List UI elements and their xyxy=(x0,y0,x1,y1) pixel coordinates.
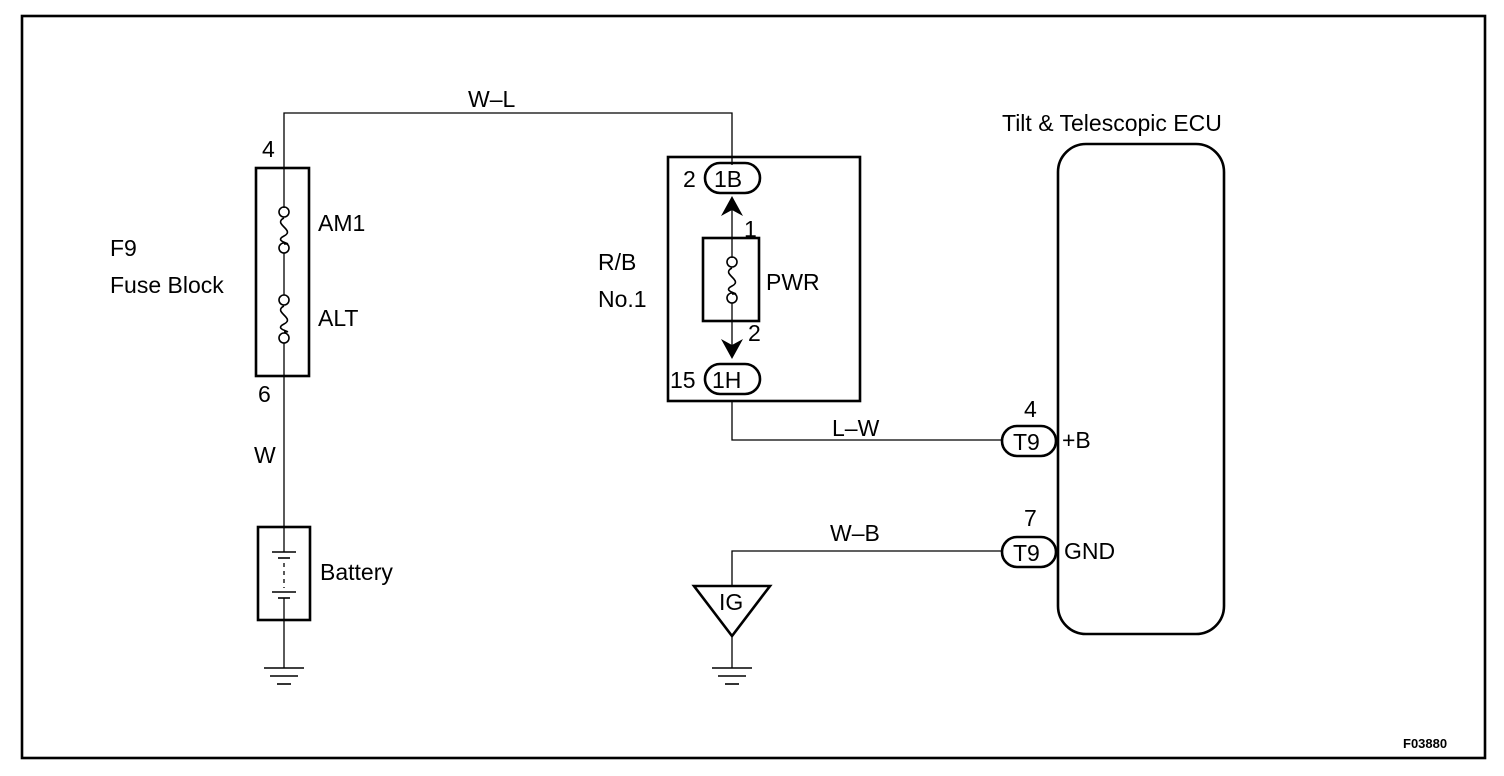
pwr-fuse-box xyxy=(701,236,761,323)
relay-block-box xyxy=(666,155,862,403)
figure-code: F03880 xyxy=(1403,736,1447,751)
fuse-am1-symbol xyxy=(278,206,290,254)
ecu-pin-ground: 7 xyxy=(1024,505,1037,531)
connector-1h-arrow xyxy=(721,339,743,359)
wire-w-b-label: W–B xyxy=(830,520,880,546)
ground-point-ig xyxy=(691,584,773,639)
fuse-block-pin-bottom: 6 xyxy=(258,381,271,407)
pwr-pin-bottom: 2 xyxy=(748,320,761,346)
fuse-alt-label: ALT xyxy=(318,305,358,331)
connector-1h-label: 1H xyxy=(712,367,741,393)
battery-label: Battery xyxy=(320,559,393,585)
fuse-block-code: F9 xyxy=(110,235,137,261)
connector-1b-pin: 2 xyxy=(683,166,696,192)
ecu-terminal-ground: GND xyxy=(1064,538,1115,564)
fuse-block-box xyxy=(254,166,311,378)
ecu-pin-power: 4 xyxy=(1024,396,1037,422)
connector-1h-pin: 15 xyxy=(670,367,696,393)
connector-1h xyxy=(703,362,762,396)
relay-block-name: R/B xyxy=(598,249,636,275)
fuse-block-pin-top: 4 xyxy=(262,136,275,162)
connector-1b-label: 1B xyxy=(714,166,742,192)
wire-w-l-label: W–L xyxy=(468,86,516,112)
fuse-pwr-label: PWR xyxy=(766,269,820,295)
wire-w-l xyxy=(283,112,733,168)
pwr-pin-top: 1 xyxy=(744,216,757,242)
wire-l-w-label: L–W xyxy=(832,415,880,441)
ground-point-ig-label: IG xyxy=(719,589,743,615)
diagram-frame xyxy=(20,14,1487,760)
fuse-alt-symbol xyxy=(278,294,290,344)
ecu-terminal-power: +B xyxy=(1062,427,1091,453)
battery-ground-icon xyxy=(264,620,304,685)
wire-w-b xyxy=(731,550,1002,586)
ecu-box xyxy=(1056,142,1226,636)
ig-ground-icon xyxy=(712,636,752,685)
fuse-pwr-symbol xyxy=(726,256,738,304)
battery-symbol xyxy=(272,527,296,620)
connector-t9-power-label: T9 xyxy=(1013,429,1040,455)
connector-t9-ground-label: T9 xyxy=(1013,540,1040,566)
connector-1b-arrow xyxy=(721,196,743,216)
fuse-am1-label: AM1 xyxy=(318,210,365,236)
wire-w-label: W xyxy=(254,442,276,468)
wire-l-w xyxy=(731,401,1002,441)
connector-t9-power xyxy=(1000,424,1058,458)
fuse-block-name: Fuse Block xyxy=(110,272,224,298)
connector-t9-ground xyxy=(1000,535,1058,569)
connector-1b xyxy=(703,161,762,195)
ecu-title: Tilt & Telescopic ECU xyxy=(1002,110,1222,136)
relay-block-number: No.1 xyxy=(598,286,647,312)
